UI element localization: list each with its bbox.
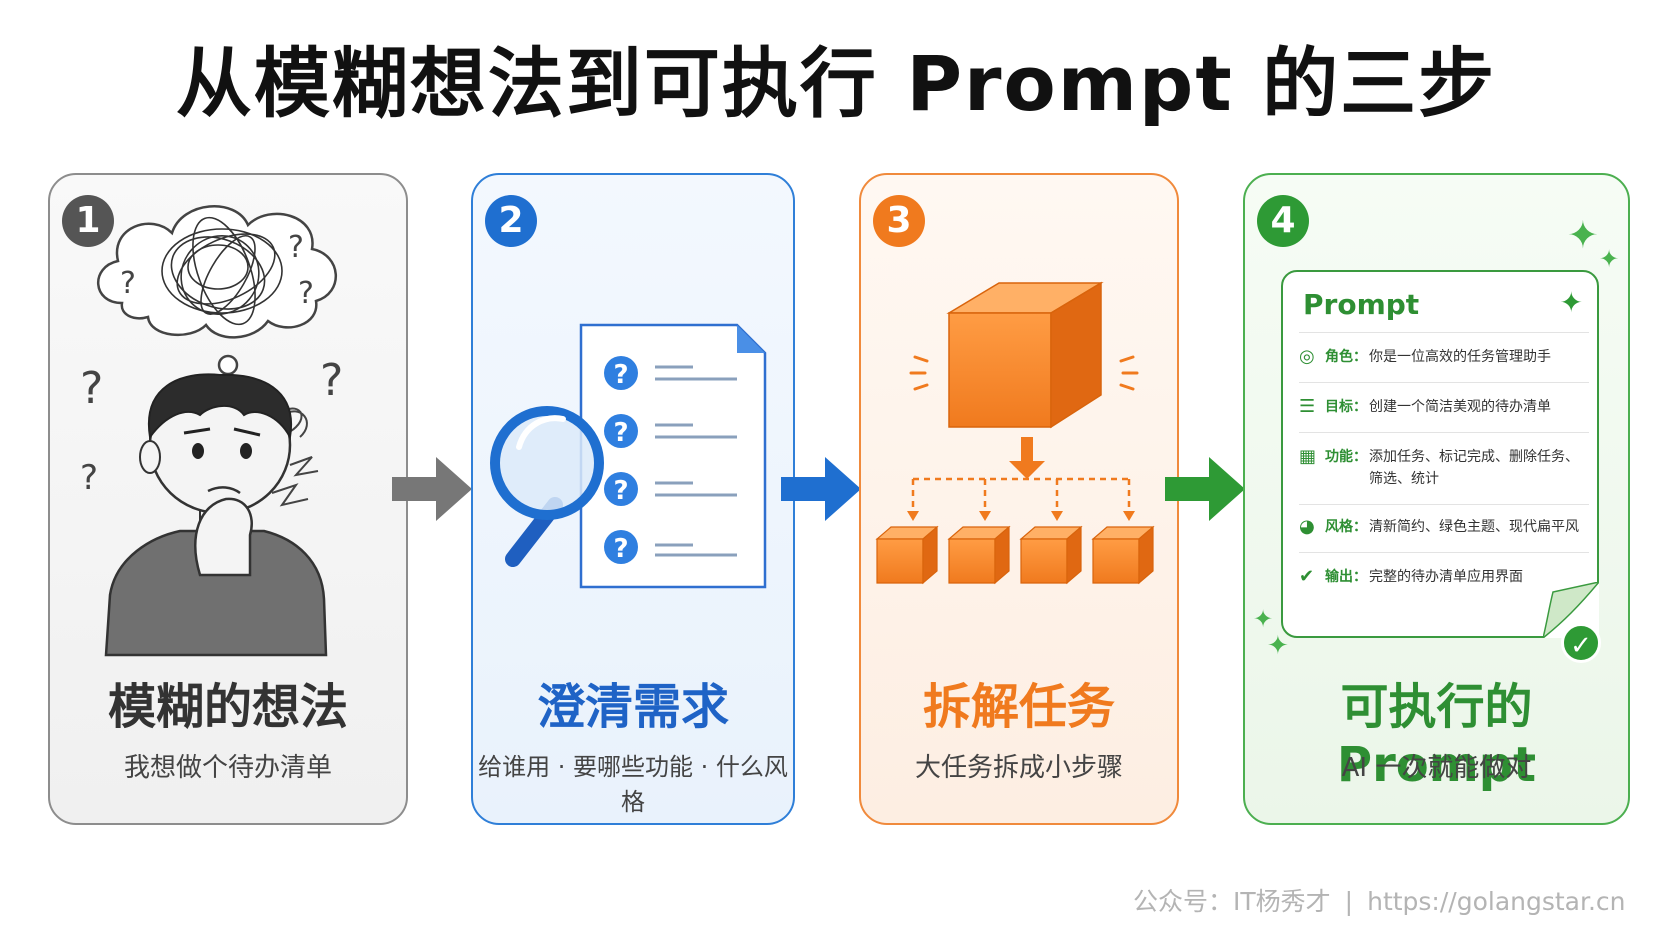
question-icon: ? ? ? ? — [604, 356, 638, 564]
prompt-row-goal: ☰ 目标： 创建一个简洁美观的待办清单 — [1299, 396, 1551, 417]
step-title-2: 澄清需求 — [536, 679, 729, 735]
check-circle-icon: ✔ — [1299, 566, 1315, 587]
svg-text:?: ? — [298, 276, 314, 311]
prompt-row-output: ✔ 输出： 完整的待办清单应用界面 — [1299, 566, 1523, 587]
svg-text:?: ? — [613, 360, 628, 390]
check-badge-icon: ✓ — [1561, 623, 1601, 663]
step-number-1: 1 — [62, 195, 114, 247]
svg-text:?: ? — [120, 266, 136, 301]
arrow-right-icon — [781, 457, 861, 521]
svg-text:?: ? — [288, 230, 304, 265]
step-number-3: 3 — [873, 195, 925, 247]
step-subtitle-4: AI 一次就能做对 — [1341, 753, 1532, 783]
confused-person-illustration: ??? ?? ? — [80, 205, 343, 657]
footer-account: 公众号：IT杨秀才 — [1133, 887, 1331, 916]
magnifier-icon — [490, 406, 604, 567]
sparkle-icon: ✦ — [1567, 213, 1599, 257]
sparkle-icon: ✦ — [1267, 631, 1289, 661]
large-cube-icon — [946, 281, 1104, 429]
prompt-row-features: ▦ 功能： 添加任务、标记完成、删除任务、筛选、统计 — [1299, 446, 1589, 490]
step-card-3: 3 — [859, 173, 1179, 825]
svg-text:?: ? — [80, 363, 103, 414]
grid-icon: ▦ — [1299, 446, 1317, 467]
step-number-4: 4 — [1257, 195, 1309, 247]
prompt-panel: Prompt ✦ ◎ 角色： 你是一位高效的任务管理助手 ☰ 目标： 创建一个简… — [1281, 270, 1599, 638]
svg-text:?: ? — [613, 534, 628, 564]
step-subtitle-3: 大任务拆成小步骤 — [914, 753, 1123, 783]
step-number-2: 2 — [485, 195, 537, 247]
step-card-1: 1 ??? ?? ? — [48, 173, 408, 825]
step-title-3: 拆解任务 — [922, 679, 1115, 735]
target-icon: ◎ — [1299, 346, 1315, 367]
arrow-right-icon — [1165, 457, 1245, 521]
sparkle-icon: ✦ — [1253, 605, 1274, 633]
footer-separator: | — [1344, 887, 1354, 916]
arrow-right-icon — [392, 457, 472, 521]
page-title: 从模糊想法到可执行 Prompt 的三步 — [175, 39, 1497, 128]
list-icon: ☰ — [1299, 396, 1316, 417]
step-card-4: 4 ✦ ✦ ✦ ✦ Prompt ✦ ◎ 角色： 你是一位高效的任务管理助手 ☰… — [1243, 173, 1630, 825]
svg-text:?: ? — [80, 458, 98, 498]
svg-text:?: ? — [613, 418, 628, 448]
svg-text:?: ? — [320, 355, 343, 406]
step-title-1: 模糊的想法 — [107, 679, 348, 735]
footer-url[interactable]: https://golangstar.cn — [1367, 887, 1626, 916]
prompt-row-role: ◎ 角色： 你是一位高效的任务管理助手 — [1299, 346, 1551, 367]
step-subtitle-1: 我想做个待办清单 — [123, 753, 332, 783]
question-marks-icon: ??? ?? ? — [80, 230, 343, 498]
sparkle-icon: ✦ — [1599, 245, 1620, 273]
document-magnifier-illustration: ? ? ? ? — [490, 323, 767, 589]
sparkle-icon: ✦ — [1559, 286, 1583, 319]
palette-icon: ◕ — [1299, 516, 1315, 537]
small-cubes-icon — [875, 525, 1155, 585]
task-breakdown-illustration — [875, 281, 1155, 585]
step-title-4: 可执行的 Prompt — [1336, 679, 1537, 793]
step-subtitle-2: 给谁用 · 要哪些功能 · 什么风格 — [478, 753, 788, 816]
footer: 公众号：IT杨秀才 | https://golangstar.cn — [1133, 882, 1626, 918]
svg-text:?: ? — [613, 476, 628, 506]
prompt-row-style: ◕ 风格： 清新简约、绿色主题、现代扁平风 — [1299, 516, 1579, 537]
step-card-2: 2 ? ? ? ? 澄清需求 给谁用 · 要哪些功能 · 什么风格 — [471, 173, 795, 825]
prompt-panel-title: Prompt — [1303, 288, 1420, 321]
